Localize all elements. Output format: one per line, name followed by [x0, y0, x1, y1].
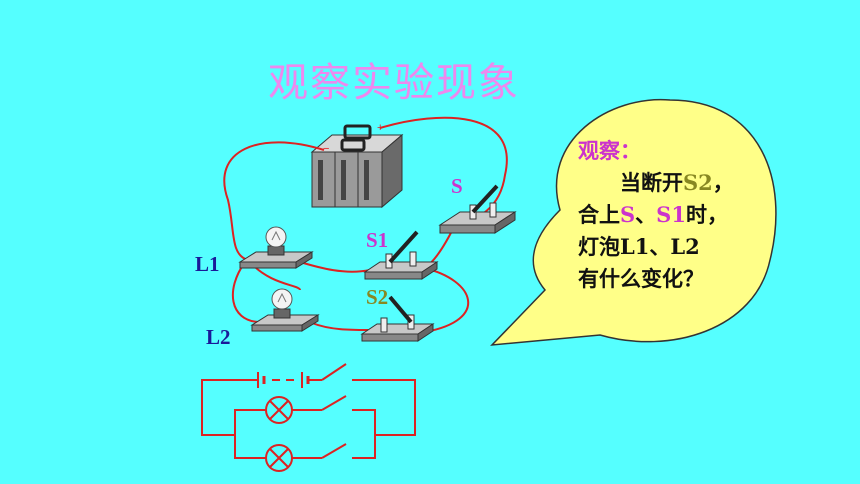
speech-bubble	[490, 98, 777, 346]
schematic-lamp-l1-icon	[265, 396, 293, 424]
lamp-l2-icon	[250, 288, 320, 332]
bubble-line-2: 合上S、S1时，	[578, 202, 728, 227]
label-lamp-l1: L1	[195, 252, 220, 276]
switch-s-icon	[438, 184, 517, 234]
label-switch-s: S	[451, 174, 463, 198]
bubble-question: 观察： 当断开S2， 合上S、S1时， 灯泡L1、L2 有什么变化？	[578, 135, 778, 295]
circuit-schematic	[201, 363, 416, 459]
switch-s1-icon	[363, 230, 439, 280]
schematic-lamp-l2-icon	[265, 444, 293, 472]
label-switch-s1: S1	[366, 228, 389, 252]
label-lamp-l2: L2	[206, 325, 231, 349]
bubble-line-4: 有什么变化？	[578, 266, 704, 291]
switch-s2-icon	[360, 295, 435, 342]
bubble-heading: 观察：	[578, 138, 641, 163]
lamp-l1-icon	[238, 226, 314, 269]
bubble-line-1: 当断开S2，	[620, 170, 734, 195]
battery-negative-mark: −	[323, 143, 329, 155]
bubble-line-3: 灯泡L1、L2	[578, 234, 700, 259]
label-switch-s2: S2	[366, 285, 389, 309]
battery-pack-icon: + −	[310, 122, 404, 209]
page-title: 观察实验现象	[268, 60, 520, 106]
